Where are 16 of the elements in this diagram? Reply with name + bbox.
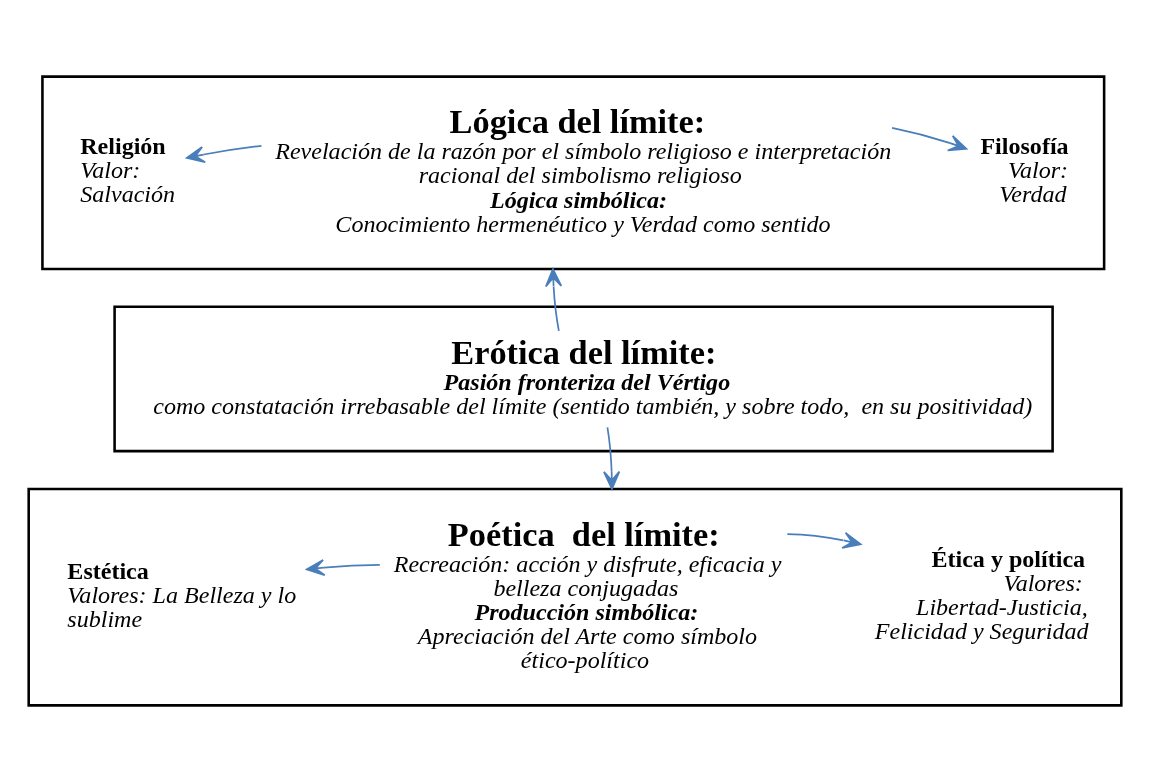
node-text: Filosofía Valor: Verdad <box>980 133 1069 208</box>
cluster <box>41 75 1106 271</box>
arrow <box>603 426 621 490</box>
node-text: Religión Valor: Salvación <box>80 133 176 208</box>
node-text: Poética del límite: Recreación: acción y disfrute, eficacia y belleza conjugadas Producción simbólica: Apreciación del Arte como símbolo ético-político <box>393 514 782 673</box>
node-text: Lógica del límite: Revelación de la razón por el símbolo religioso e interpretación racional del simbolismo religioso Lógica simbólica: Conocimiento hermenéutico y Verdad como sentido <box>275 102 892 237</box>
arrow <box>185 144 263 163</box>
node-text: Estética Valores: La Belleza y lo sublime <box>67 557 297 632</box>
node-text: Erótica del límite: Pasión fronteriza del Vértigo como constatación irrebasable del límite (sentido también, y sobre todo, en su positividad) <box>153 332 1033 419</box>
arrow <box>545 268 563 332</box>
arrow <box>891 127 968 152</box>
arrow <box>786 532 862 549</box>
cluster <box>113 305 1054 453</box>
node-text: Ética y política Valores: Libertad-Justicia, Felicidad y Seguridad <box>874 545 1089 644</box>
cluster <box>27 487 1123 707</box>
arrow <box>305 559 381 577</box>
